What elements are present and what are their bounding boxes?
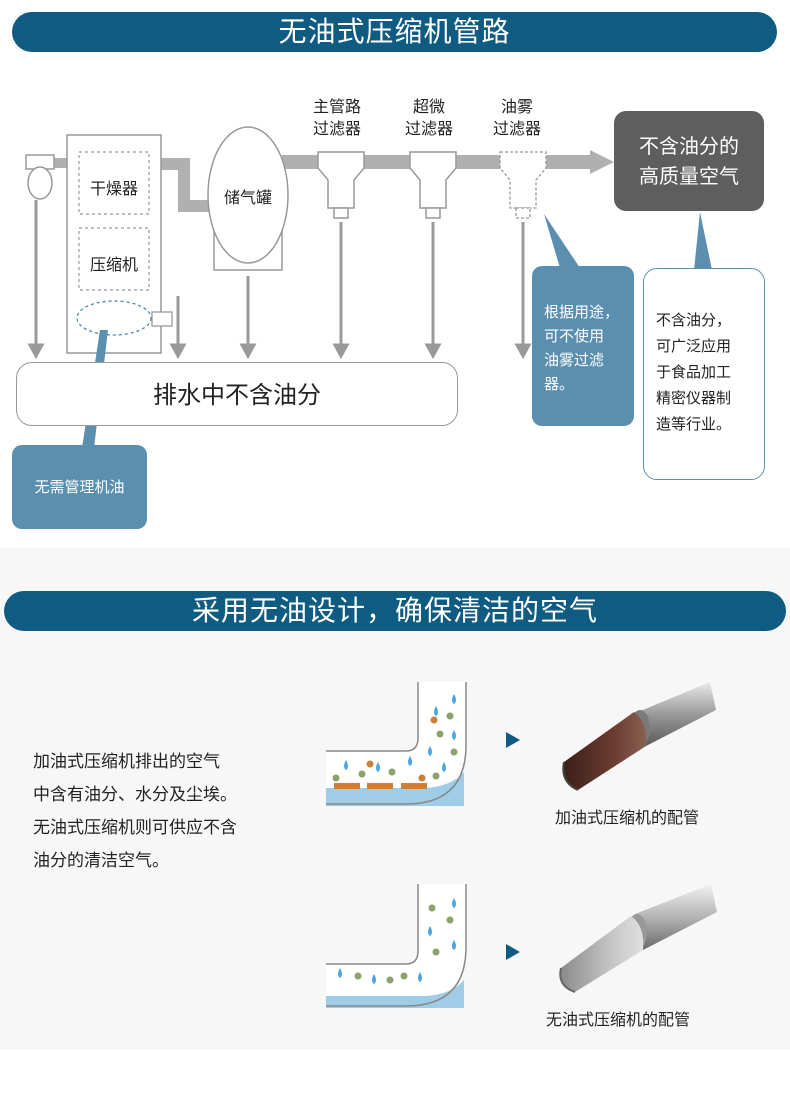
pipe-photo-icon xyxy=(562,682,716,791)
caption-oiled: 加油式压缩机的配管 xyxy=(555,808,700,827)
filter-main-label: 主管路 过滤器 xyxy=(312,97,361,138)
pipe-intake-segment xyxy=(52,158,68,168)
tank-icon xyxy=(207,126,289,271)
droplet-icon xyxy=(344,694,456,772)
output-air-box: 不含油分的 高质量空气 xyxy=(614,111,764,211)
pointer-application xyxy=(694,212,712,270)
drain-arrows xyxy=(27,200,532,360)
callout-application: 不含油分， 可广泛应用 于食品加工 精密仪器制 造等行业。 xyxy=(643,268,765,480)
caption-oilfree: 无油式压缩机的配管 xyxy=(546,1010,691,1029)
output-line2: 高质量空气 xyxy=(639,164,739,188)
section2-title-banner: 采用无油设计，确保清洁的空气 xyxy=(4,591,786,631)
section2-title: 采用无油设计，确保清洁的空气 xyxy=(191,594,598,627)
callout-optional-filter: 根据用途， 可不使用 油雾过滤 器。 xyxy=(532,266,634,426)
oil-residue xyxy=(334,783,427,789)
callout-no-oil: 无需管理机油 xyxy=(12,445,147,529)
description: 加油式压缩机排出的空气 中含有油分、水分及尘埃。 无油式压缩机则可供应不含 油分… xyxy=(33,752,237,871)
chamber-outlet xyxy=(151,311,173,327)
output-line1: 不含油分的 xyxy=(639,134,739,158)
oilfree-pipe-diagram xyxy=(326,884,467,1008)
compressor-housing xyxy=(66,134,162,354)
section1-title-banner: 无油式压缩机管路 xyxy=(12,12,777,52)
pointer-optional xyxy=(544,214,580,268)
filter-ultrafine-label: 超微 过滤器 xyxy=(404,97,453,138)
tank-label: 储气罐 xyxy=(223,188,272,207)
drain-label: 排水中不含油分 xyxy=(16,362,458,426)
compressor-label: 压缩机 xyxy=(89,255,138,274)
pipe-vertical-drop xyxy=(178,158,190,210)
pipe-to-tank xyxy=(178,200,214,212)
particles xyxy=(332,712,458,782)
dryer-label: 干燥器 xyxy=(89,179,138,198)
arrow-right-icon xyxy=(506,944,520,960)
filter-mist-label: 油雾 过滤器 xyxy=(492,97,541,138)
droplet-icon xyxy=(338,898,456,984)
oil-free-chamber xyxy=(76,300,152,336)
filter-main-icon xyxy=(317,151,365,219)
particles xyxy=(354,904,454,984)
filter-mist-icon xyxy=(499,151,547,219)
section1-title: 无油式压缩机管路 xyxy=(278,15,511,48)
filter-ultrafine-icon xyxy=(409,151,457,219)
pipe-photo-icon xyxy=(559,884,717,993)
oiled-pipe-diagram xyxy=(326,682,467,806)
arrow-right-icon xyxy=(506,732,520,748)
arrow-right-icon xyxy=(590,150,614,174)
intake-icon xyxy=(25,154,55,200)
